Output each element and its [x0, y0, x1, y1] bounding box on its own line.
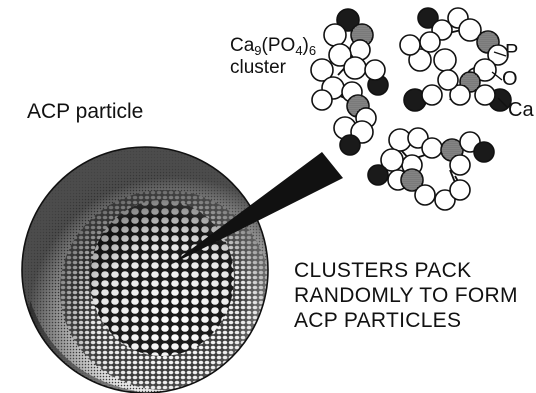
caption-line-1: CLUSTERS PACK	[294, 258, 518, 283]
formula-sub-6: 6	[309, 43, 316, 58]
cluster-word: cluster	[230, 57, 316, 79]
acp-particle-label: ACP particle	[27, 101, 143, 123]
cluster-formula: Ca9(PO4)6	[230, 35, 316, 57]
phosphorus-atom-label: P	[505, 42, 518, 63]
caption-line-2: RANDOMLY TO FORM	[294, 283, 518, 308]
caption-line-3: ACP PARTICLES	[294, 308, 518, 333]
acp-particle-sphere	[20, 145, 270, 393]
diagram-caption: CLUSTERS PACK RANDOMLY TO FORM ACP PARTI…	[294, 258, 518, 333]
oxygen-atom-label: O	[502, 69, 518, 90]
formula-sub-4: 4	[295, 43, 302, 58]
formula-calcium: Ca	[230, 35, 254, 56]
formula-phosphate: (PO	[262, 35, 296, 56]
formula-sub-9: 9	[254, 43, 261, 58]
cluster-formula-label: Ca9(PO4)6 cluster	[230, 35, 316, 79]
calcium-phosphate-cluster	[311, 8, 511, 210]
calcium-atom-label: Ca	[508, 100, 534, 121]
